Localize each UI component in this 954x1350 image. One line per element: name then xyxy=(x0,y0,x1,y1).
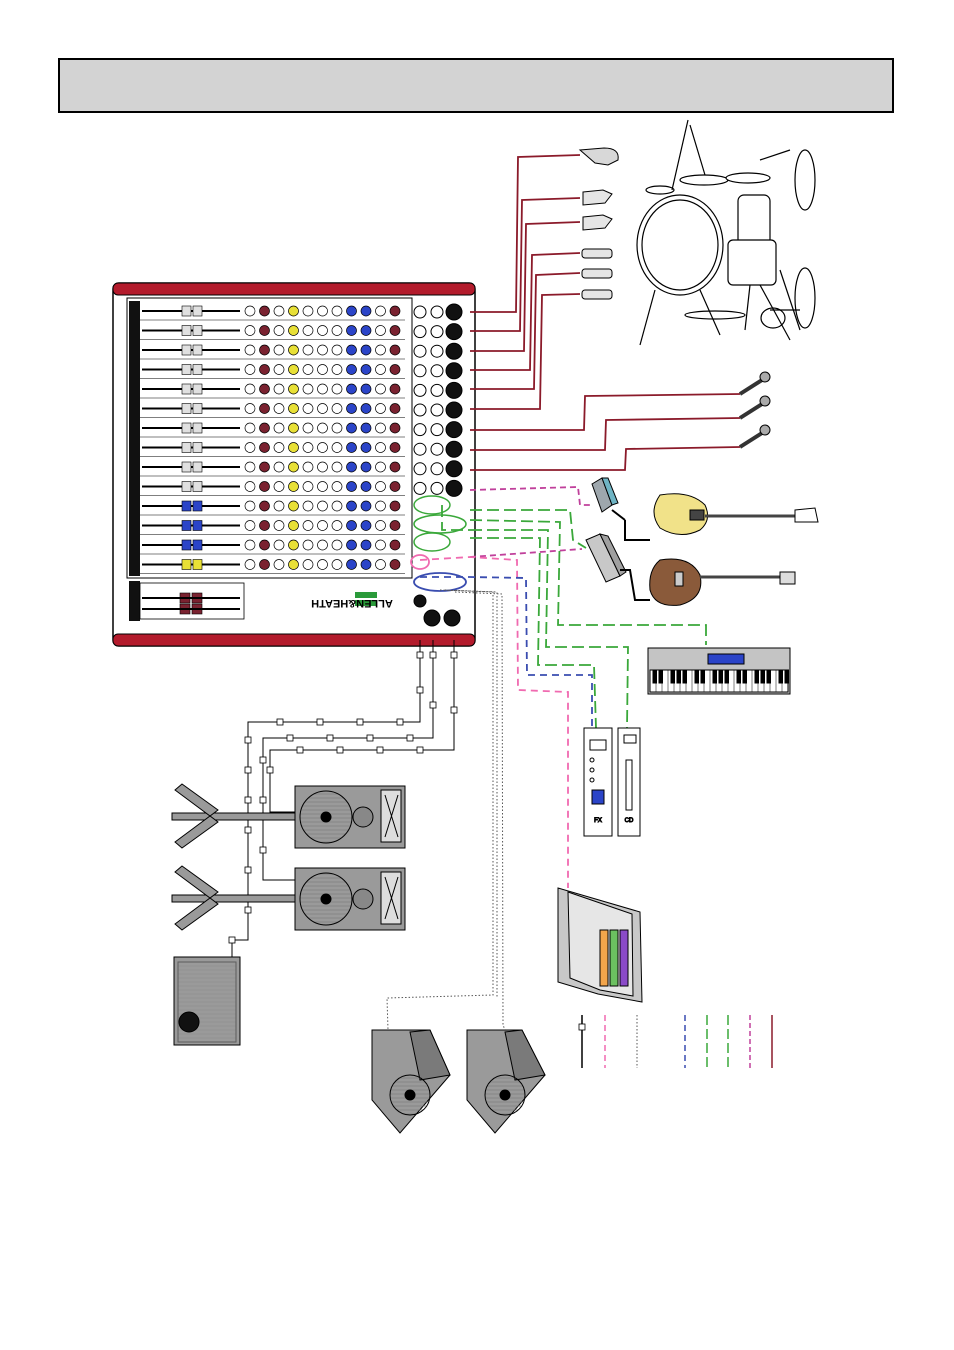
di-box-icon xyxy=(586,478,626,582)
fx-label: FX xyxy=(594,818,602,824)
speaker-stands xyxy=(172,784,295,930)
bass-guitar-icon xyxy=(654,494,818,535)
drum-mic-icon xyxy=(580,148,618,299)
cd-label: CD xyxy=(625,818,634,824)
mixer-brand: ALLEN&HEATH xyxy=(311,597,393,609)
cable-legend-icon xyxy=(579,1015,772,1068)
line-cables xyxy=(442,505,706,728)
keyboard-icon xyxy=(648,648,790,694)
cd-player-icon: CD xyxy=(618,728,640,836)
stage-monitor-icon xyxy=(372,1030,545,1133)
laptop-icon xyxy=(558,888,642,1002)
electric-guitar-icon xyxy=(650,559,795,605)
drum-kit-icon xyxy=(637,120,815,345)
fx-processor-icon: FX xyxy=(584,728,612,836)
mixer: ALLEN&HEATH xyxy=(113,283,475,646)
subwoofer-icon xyxy=(174,957,240,1045)
channel-labels xyxy=(129,301,140,576)
vocal-mic-icon xyxy=(740,372,770,447)
pa-speaker-icon xyxy=(295,786,405,930)
